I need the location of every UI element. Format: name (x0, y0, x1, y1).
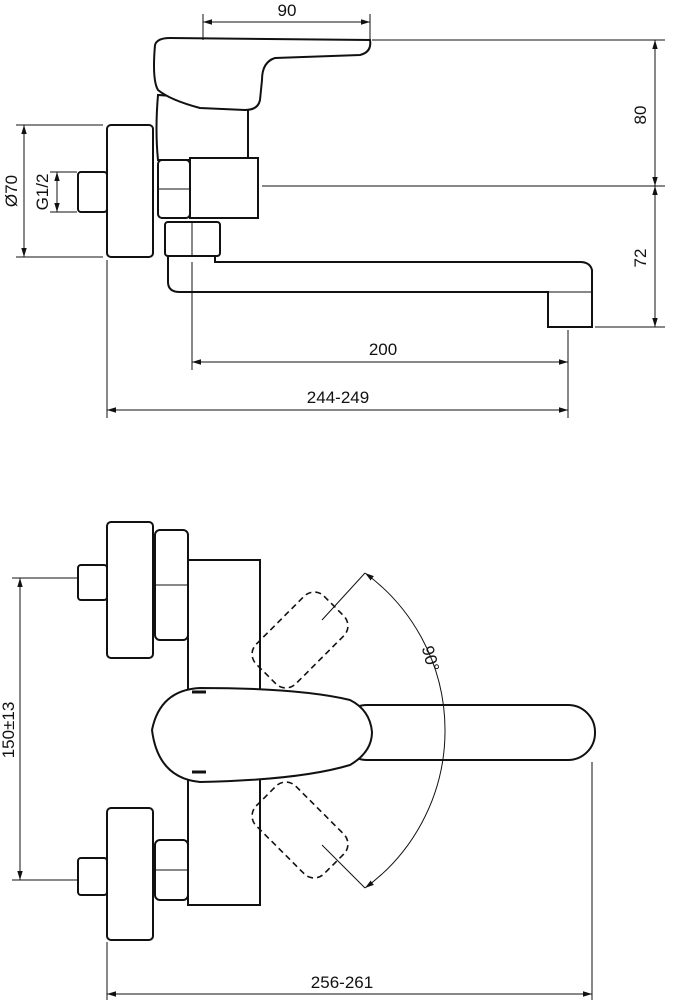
lower-flange (106, 807, 154, 941)
inlet-stub (77, 171, 108, 213)
lower-inlet-stub (77, 857, 108, 896)
square-block (189, 157, 259, 219)
rotated-handle-upper-ghost (251, 591, 349, 689)
rotated-handle-lower-ghost (251, 781, 349, 879)
upper-inlet-stub (77, 564, 108, 601)
dim-handle-reach: 90 (278, 1, 297, 20)
lever-handle (153, 36, 372, 112)
dim-handle-rotation: 90° (418, 644, 443, 674)
lever-top (339, 704, 596, 761)
dim-total-depth-side: 244-249 (307, 388, 369, 407)
dim-handle-height: 80 (631, 106, 650, 125)
top-view: 90° 150±13 256-261 (0, 521, 596, 1000)
dim-spout-projection: 200 (369, 340, 397, 359)
dim-spout-drop: 72 (631, 249, 650, 268)
handle-top (150, 686, 374, 784)
dim-thread: G1/2 (33, 174, 52, 211)
dim-total-depth-top: 256-261 (311, 973, 373, 992)
side-view: 90 80 72 200 244-249 Ø70 G1/2 (2, 1, 665, 418)
wall-flange (106, 124, 154, 258)
spout (167, 255, 593, 328)
dim-centre-distance: 150±13 (0, 702, 18, 759)
dim-flange-diameter: Ø70 (2, 175, 21, 207)
upper-flange (106, 521, 154, 659)
